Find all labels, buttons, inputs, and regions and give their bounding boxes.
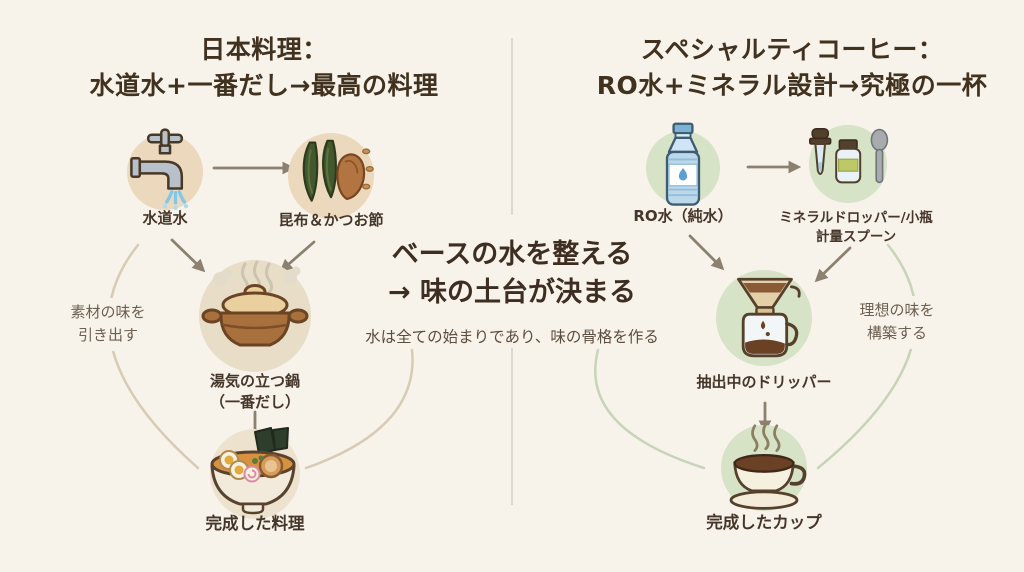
coffee-dripper-icon: [737, 277, 801, 358]
water-bottle-icon: [665, 122, 701, 206]
center-headline: ベースの水を整える → 味の土台が決まる: [361, 236, 663, 313]
steaming-pot-icon: [201, 260, 309, 347]
left-annotation-line2: 引き出す: [77, 326, 139, 345]
right-annotation-line2: 構築する: [866, 324, 928, 343]
right-flow-title-line2: RO水+ミネラル設計→究極の一杯: [596, 71, 988, 100]
center-message: ベースの水を整える → 味の土台が決まる 水は全ての始まりであり、味の骨格を作る: [361, 236, 663, 348]
left-annotation: 素材の味を 引き出す: [65, 298, 151, 351]
right-flow-title: スペシャルティコーヒー： RO水+ミネラル設計→究極の一杯: [597, 32, 987, 104]
right-annotation-line1: 理想の味を: [859, 301, 935, 319]
mineral-dropper-icon: [809, 128, 889, 184]
arrow-tap-to-pot: [170, 238, 206, 273]
left-annotation-line1: 素材の味を: [70, 303, 146, 321]
right-flow-title-line1: スペシャルティコーヒー：: [640, 35, 944, 64]
left-flow-left-arc: [107, 243, 200, 470]
center-headline-line2: → 味の土台が決まる: [387, 277, 637, 309]
pot-label-line1: 湯気の立つ鍋: [209, 372, 301, 390]
cup-label: 完成したカップ: [706, 513, 822, 532]
faucet-icon: [130, 128, 189, 210]
left-flow-title-line1: 日本料理：: [200, 35, 328, 64]
right-flow-left-arc: [594, 348, 706, 470]
dish-label: 完成した料理: [205, 514, 305, 533]
right-annotation: 理想の味を 構築する: [854, 296, 940, 349]
left-flow-title-line2: 水道水+一番だし→最高の料理: [89, 71, 439, 100]
arrow-kombu-to-pot: [279, 240, 316, 273]
center-subtitle: 水は全ての始まりであり、味の骨格を作る: [361, 323, 663, 348]
mineral-label: ミネラルドロッパー/小瓶 計量スプーン: [779, 209, 932, 247]
ramen-bowl-icon: [210, 427, 296, 515]
kombu-label: 昆布＆かつお節: [278, 211, 384, 229]
arrow-mineral-to-dripper: [814, 246, 852, 283]
ro-water-label: RO水（純水）: [633, 207, 733, 225]
arrow-ro-to-dripper: [688, 234, 725, 271]
left-flow-right-arc: [304, 348, 414, 470]
tap-water-label: 水道水: [142, 209, 188, 227]
kombu-katsuobushi-icon: [302, 139, 374, 202]
mineral-label-line2: 計量スプーン: [815, 229, 897, 246]
pot-label: 湯気の立つ鍋 （一番だし）: [210, 371, 300, 414]
center-headline-line1: ベースの水を整える: [391, 239, 633, 270]
left-flow-title: 日本料理： 水道水+一番だし→最高の料理: [90, 32, 439, 104]
coffee-cup-icon: [729, 422, 807, 510]
dripper-label: 抽出中のドリッパー: [696, 373, 832, 391]
right-flow-right-arc: [816, 243, 918, 470]
pot-label-line2: （一番だし）: [209, 393, 301, 412]
mineral-label-line1: ミネラルドロッパー/小瓶: [779, 210, 933, 226]
